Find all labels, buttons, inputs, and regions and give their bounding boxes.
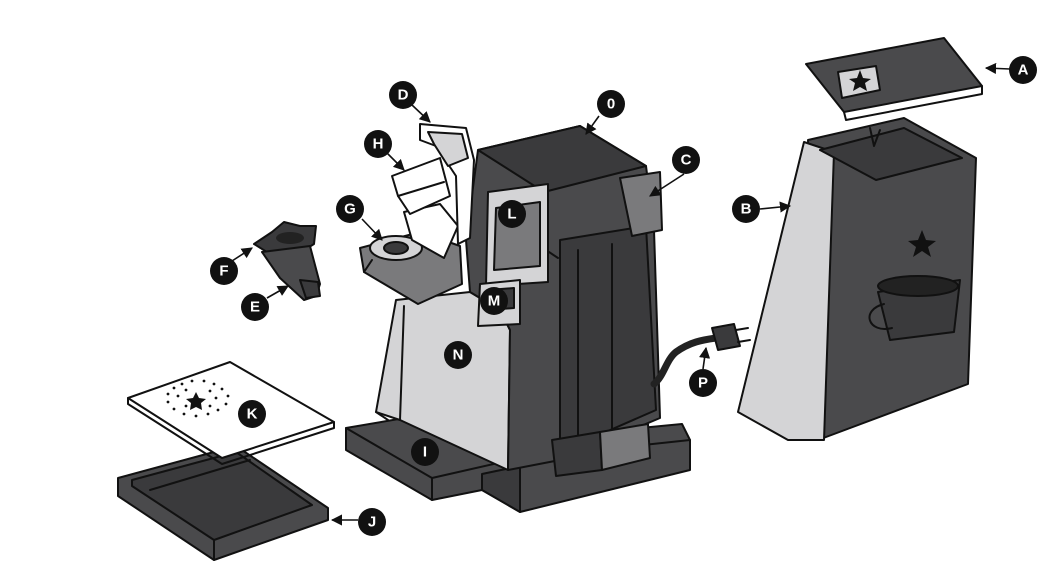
callout-h: H <box>364 130 392 158</box>
callout-n: N <box>444 341 472 369</box>
callout-label-b: B <box>741 201 752 218</box>
callout-label-k: K <box>247 406 258 423</box>
callout-label-d: D <box>398 87 409 104</box>
callout-p: P <box>689 369 717 397</box>
coffee-cup-logo <box>868 275 961 341</box>
star-vent-pattern <box>166 379 230 418</box>
power-cord <box>650 323 751 388</box>
leader-lines <box>231 62 1011 526</box>
callout-label-e: E <box>250 299 260 316</box>
callout-label-n: N <box>453 347 464 364</box>
callout-g: G <box>336 195 364 223</box>
callout-label-p: P <box>698 375 708 392</box>
callout-label-f: F <box>219 263 228 280</box>
callout-label-g: G <box>344 201 356 218</box>
callout-label-o: 0 <box>607 96 615 113</box>
callout-l: L <box>498 200 526 228</box>
callout-d: D <box>389 81 417 109</box>
callout-label-l: L <box>507 206 516 223</box>
callout-b: B <box>732 195 760 223</box>
callout-c: C <box>672 146 700 174</box>
drip-tray <box>117 445 329 561</box>
callout-label-m: M <box>488 293 501 310</box>
inner-lid <box>391 157 451 215</box>
callout-label-a: A <box>1018 62 1029 79</box>
drip-tray-grate <box>127 361 335 465</box>
callout-j: J <box>358 508 386 536</box>
callout-k: K <box>238 400 266 428</box>
reservoir-lid <box>805 37 983 121</box>
callout-label-h: H <box>373 136 384 153</box>
display-screen <box>485 183 549 287</box>
callout-i: I <box>411 438 439 466</box>
callout-f: F <box>210 257 238 285</box>
callout-o: 0 <box>597 90 625 118</box>
callout-e: E <box>241 293 269 321</box>
callout-label-c: C <box>681 152 692 169</box>
callout-label-j: J <box>368 514 376 531</box>
callout-m: M <box>480 287 508 315</box>
callout-a: A <box>1009 56 1037 84</box>
k-cup-holder <box>359 203 463 305</box>
brew-handle <box>419 123 475 245</box>
water-reservoir <box>737 117 977 441</box>
k-cup-filter <box>253 221 321 301</box>
callout-label-i: I <box>423 444 427 461</box>
